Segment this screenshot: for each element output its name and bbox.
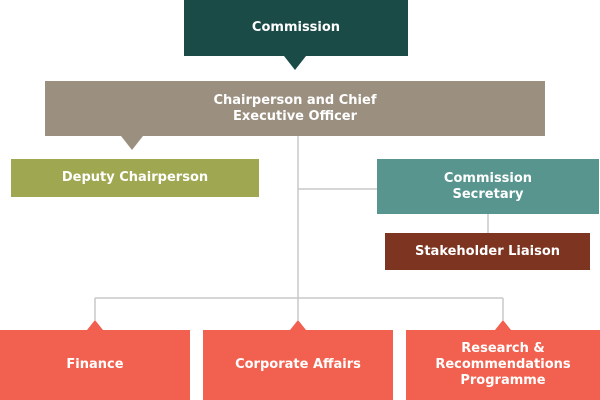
corporate-affairs-label: Corporate Affairs xyxy=(235,357,361,372)
finance-pointer xyxy=(87,320,103,330)
commission-secretary-node: Commission Secretary xyxy=(377,159,599,214)
commission-secretary-label-line-1: Commission xyxy=(443,170,533,186)
commission-secretary-label-line-2: Secretary xyxy=(452,186,524,202)
commission-label: Commission xyxy=(251,20,341,35)
research-programme-node: Research & Recommendations Programme xyxy=(406,330,600,400)
commission-node: Commission xyxy=(184,0,408,56)
deputy-chairperson-node: Deputy Chairperson xyxy=(11,159,259,197)
corporate-affairs-node: Corporate Affairs xyxy=(203,330,393,400)
research-programme-label-line-2: Recommendations xyxy=(435,357,571,372)
commission-pointer xyxy=(284,56,306,70)
chairperson-ceo-label-line-2: Executive Officer xyxy=(232,108,357,124)
chairperson-ceo-node: Chairperson and Chief Executive Officer xyxy=(45,81,545,136)
stakeholder-liaison-label: Stakeholder Liaison xyxy=(414,243,561,259)
finance-label: Finance xyxy=(66,357,124,372)
research-programme-label-line-1: Research & xyxy=(461,341,545,356)
stakeholder-liaison-node: Stakeholder Liaison xyxy=(385,233,590,270)
chairperson-ceo-label-line-1: Chairperson and Chief xyxy=(213,92,377,108)
chairperson-ceo-pointer xyxy=(121,136,143,150)
deputy-chairperson-label: Deputy Chairperson xyxy=(61,170,209,185)
research-programme-label-line-3: Programme xyxy=(460,373,546,388)
research-programme-pointer xyxy=(495,320,511,330)
finance-node: Finance xyxy=(0,330,190,400)
corporate-affairs-pointer xyxy=(290,320,306,330)
